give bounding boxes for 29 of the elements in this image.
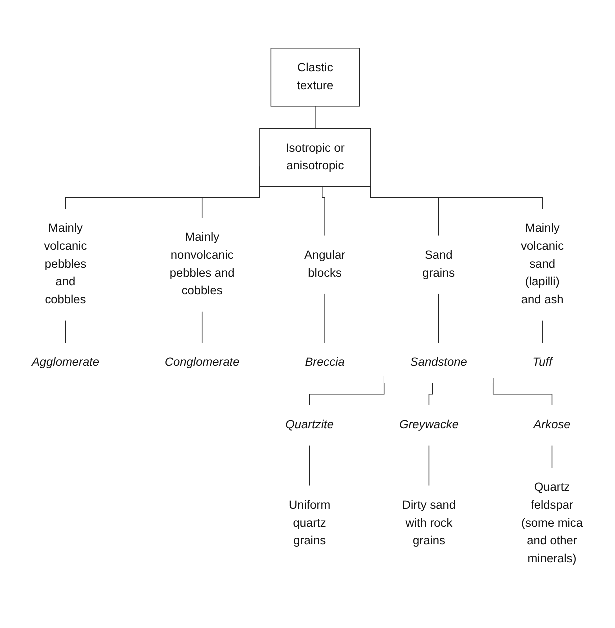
connector [428, 445, 430, 486]
node-text: Mainly volcanic sand (lapilli) and ash [521, 222, 564, 307]
node-text: Agglomerate [32, 356, 100, 370]
connector [438, 294, 440, 344]
node-text: Greywacke [399, 418, 459, 432]
node-text: Mainly volcanic pebbles and cobbles [44, 222, 88, 307]
node-text: Quartzite [286, 418, 334, 432]
node-text: Mainly nonvolcanic pebbles and cobbles [170, 231, 235, 298]
node-box: Isotropic or anisotropic [260, 128, 372, 188]
connector [65, 320, 66, 344]
node-text: Conglomerate [164, 356, 240, 370]
connector [309, 445, 310, 486]
node-text: Dirty sand with rock grains [402, 499, 456, 548]
node-text: Uniform quartz grains [288, 499, 331, 548]
node-box: Clastic texture [270, 48, 360, 107]
connector [552, 445, 553, 468]
node-text: Breccia [305, 356, 345, 370]
connector [428, 382, 434, 406]
connector [324, 294, 326, 344]
node-text: Sand grains [422, 249, 456, 280]
node-text: Quartz feldspar (some mica and other minerals) [521, 481, 584, 566]
connector [322, 186, 326, 236]
connector [542, 320, 543, 344]
node-text: Tuff [532, 356, 552, 370]
connector [202, 311, 203, 344]
node-text: Arkose [534, 418, 571, 432]
connector [315, 106, 316, 130]
node-text: Sandstone [410, 356, 468, 370]
node-text: Angular blocks [304, 249, 346, 280]
